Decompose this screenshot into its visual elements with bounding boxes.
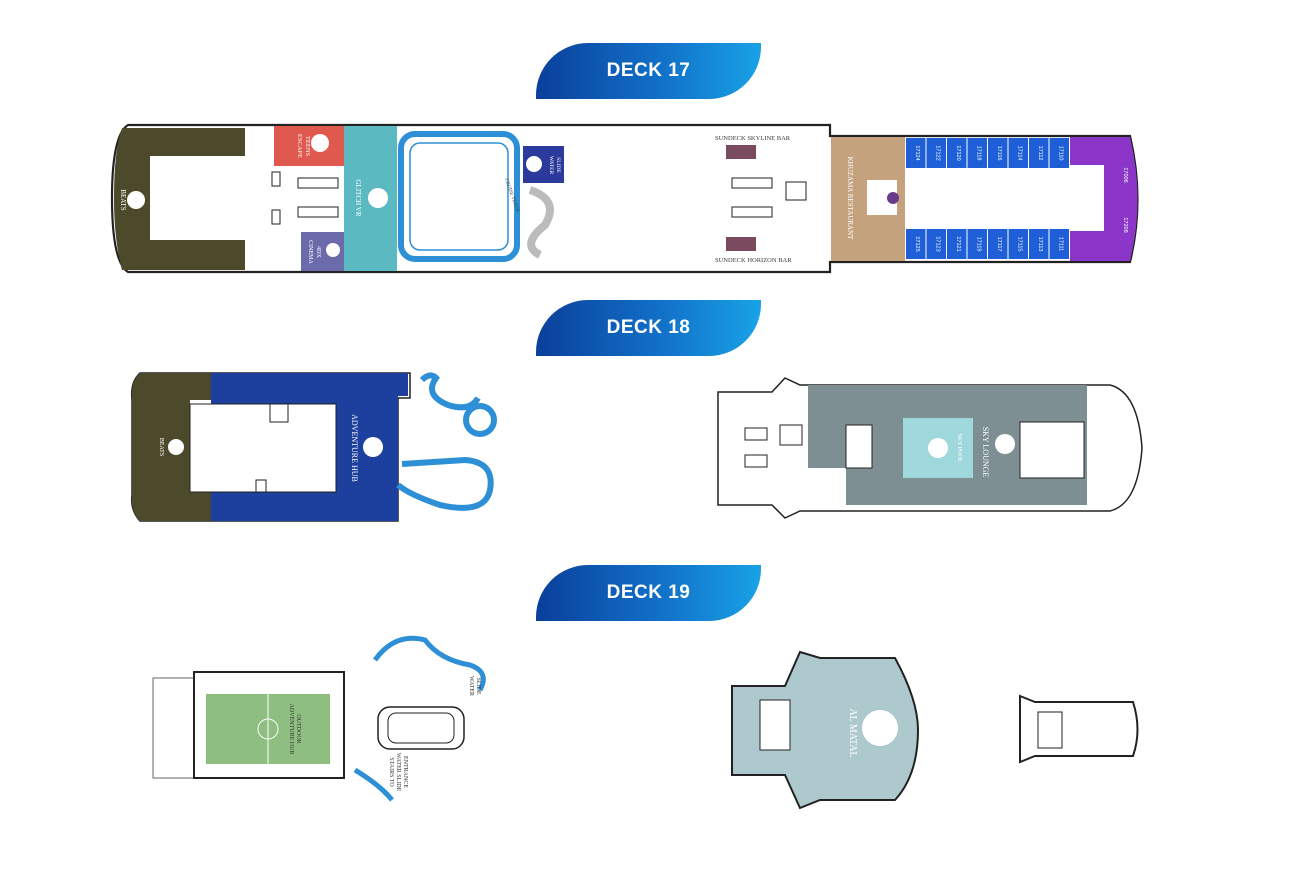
cabin-17110[interactable] [1049, 138, 1070, 168]
water-slides-18 [396, 372, 497, 511]
al-matal-zone[interactable] [731, 650, 920, 810]
cabin-17112[interactable] [1029, 138, 1049, 168]
teens-label-1: TEENS [304, 136, 311, 157]
cabin-17120[interactable] [947, 138, 967, 168]
cabin-label-17113: 17113 [1037, 237, 1043, 252]
slide-structure [527, 186, 554, 259]
water-slides-19 [353, 635, 486, 802]
water-slide-icon [526, 156, 542, 172]
cabin-17119[interactable] [967, 229, 988, 259]
cabin-17124[interactable] [906, 138, 926, 168]
sky-pool-icon [928, 438, 948, 458]
deck-17-plan: BEATS TEENS ESCAPE GLITCH VR 4DX CINEMA … [110, 123, 1139, 274]
cinema-label-2: CINEMA [307, 240, 313, 264]
deck-18-plan: BEATS ADVENTURE HUB SKY POOL SKY LOUNGE [130, 372, 1143, 522]
cabins-bottom-row: 17125 17123 17121 17119 17117 17115 17113 17111 [906, 229, 1069, 259]
cabin-17118[interactable] [967, 138, 988, 168]
beats-label: BEATS [119, 189, 127, 211]
cabin-17125[interactable] [906, 229, 926, 259]
deck-19-banner: DECK 19 [536, 565, 761, 621]
deck-18-banner: DECK 18 [536, 300, 761, 356]
cinema-label-1: 4DX [315, 246, 321, 258]
glitch-icon [368, 188, 388, 208]
cabin-17121[interactable] [947, 229, 967, 259]
cabin-label-17111: 17111 [1058, 237, 1064, 251]
stairs-label-2: WATER SLIDE [395, 753, 401, 792]
cabin-label-17125: 17125 [914, 236, 920, 251]
adventure-hub-zone[interactable] [211, 373, 408, 521]
skyline-bar-label: SUNDECK SKYLINE BAR [715, 135, 791, 142]
cabin-label-17123: 17123 [935, 236, 941, 251]
teens-label-2: ESCAPE [296, 134, 303, 158]
teens-escape-zone[interactable] [274, 126, 344, 166]
cabin-label-17110: 17110 [1058, 146, 1064, 161]
stairs-label-1: STAIRS TO [388, 757, 394, 787]
beats-label-18: BEATS [158, 438, 164, 456]
cabin-label-17118: 17118 [976, 146, 982, 161]
cabin-label-17112: 17112 [1037, 146, 1043, 161]
adventure-hub-icon [363, 437, 383, 457]
cabin-17114[interactable] [1008, 138, 1029, 168]
cabin-17113[interactable] [1029, 229, 1049, 259]
cabin-17115[interactable] [1008, 229, 1029, 259]
sky-pool-label: SKY POOL [956, 434, 962, 463]
cabins-top-row: 17124 17122 17120 17118 17116 17114 17112 17110 [906, 138, 1069, 168]
cabin-label-17116: 17116 [996, 146, 1002, 161]
water-slide-19-label-1: WATER [468, 676, 474, 696]
beats-zone[interactable] [114, 128, 245, 270]
horizon-bar-icon[interactable] [726, 237, 756, 251]
deck-19-plan: ADVENTURE HUB OUTDOOR WATER SLIDE STAIRS… [152, 635, 1139, 810]
adventure-hub-19-label-1: ADVENTURE HUB [288, 704, 294, 755]
adventure-hub-label: ADVENTURE HUB [350, 414, 359, 482]
cabin-17117[interactable] [988, 229, 1008, 259]
beats-icon-18 [168, 439, 184, 455]
cabin-label-17121: 17121 [955, 236, 961, 251]
beats-icon [127, 191, 145, 209]
suite-bottom-label: 17208 [1122, 217, 1128, 232]
water-slide-label-2: SLIDE [555, 157, 561, 173]
cabin-17116[interactable] [988, 138, 1008, 168]
deck-17-banner: DECK 17 [536, 43, 761, 99]
cabin-17123[interactable] [926, 229, 947, 259]
cabin-label-17117: 17117 [996, 237, 1002, 252]
cabin-label-17120: 17120 [955, 145, 961, 160]
khuzama-icon [887, 192, 899, 204]
cabin-label-17119: 17119 [976, 237, 982, 252]
cruise-track[interactable] [398, 131, 520, 262]
skyline-bar-icon[interactable] [726, 145, 756, 159]
adventure-hub-19-label-2: OUTDOOR [295, 714, 301, 743]
cabin-label-17124: 17124 [914, 145, 920, 160]
slide-pool-19[interactable] [377, 706, 465, 750]
seating-blocks [271, 171, 807, 225]
cabin-17122[interactable] [926, 138, 947, 168]
cinema-icon [326, 243, 340, 257]
suite-top-label: 17006 [1122, 167, 1128, 182]
al-matal-label: AL MATAL [847, 708, 858, 757]
water-slide-label-1: WATER [548, 156, 554, 175]
cabin-17111[interactable] [1049, 229, 1070, 259]
cabin-label-17114: 17114 [1017, 146, 1023, 161]
cabin-label-17115: 17115 [1017, 237, 1023, 252]
sky-lounge-icon [995, 434, 1015, 454]
sky-lounge-label: SKY LOUNGE [981, 427, 990, 478]
teens-icon [311, 134, 329, 152]
cabin-label-17122: 17122 [935, 145, 941, 160]
glitch-label: GLITCH VR [354, 179, 362, 216]
stairs-label-3: ENTRANCE [402, 756, 408, 788]
water-slide-19-label-2: SLIDE [475, 678, 481, 695]
khuzama-label: KHUZAMA RESTAURANT [846, 157, 854, 241]
horizon-bar-label: SUNDECK HORIZON BAR [715, 257, 792, 264]
al-matal-icon [862, 710, 898, 746]
